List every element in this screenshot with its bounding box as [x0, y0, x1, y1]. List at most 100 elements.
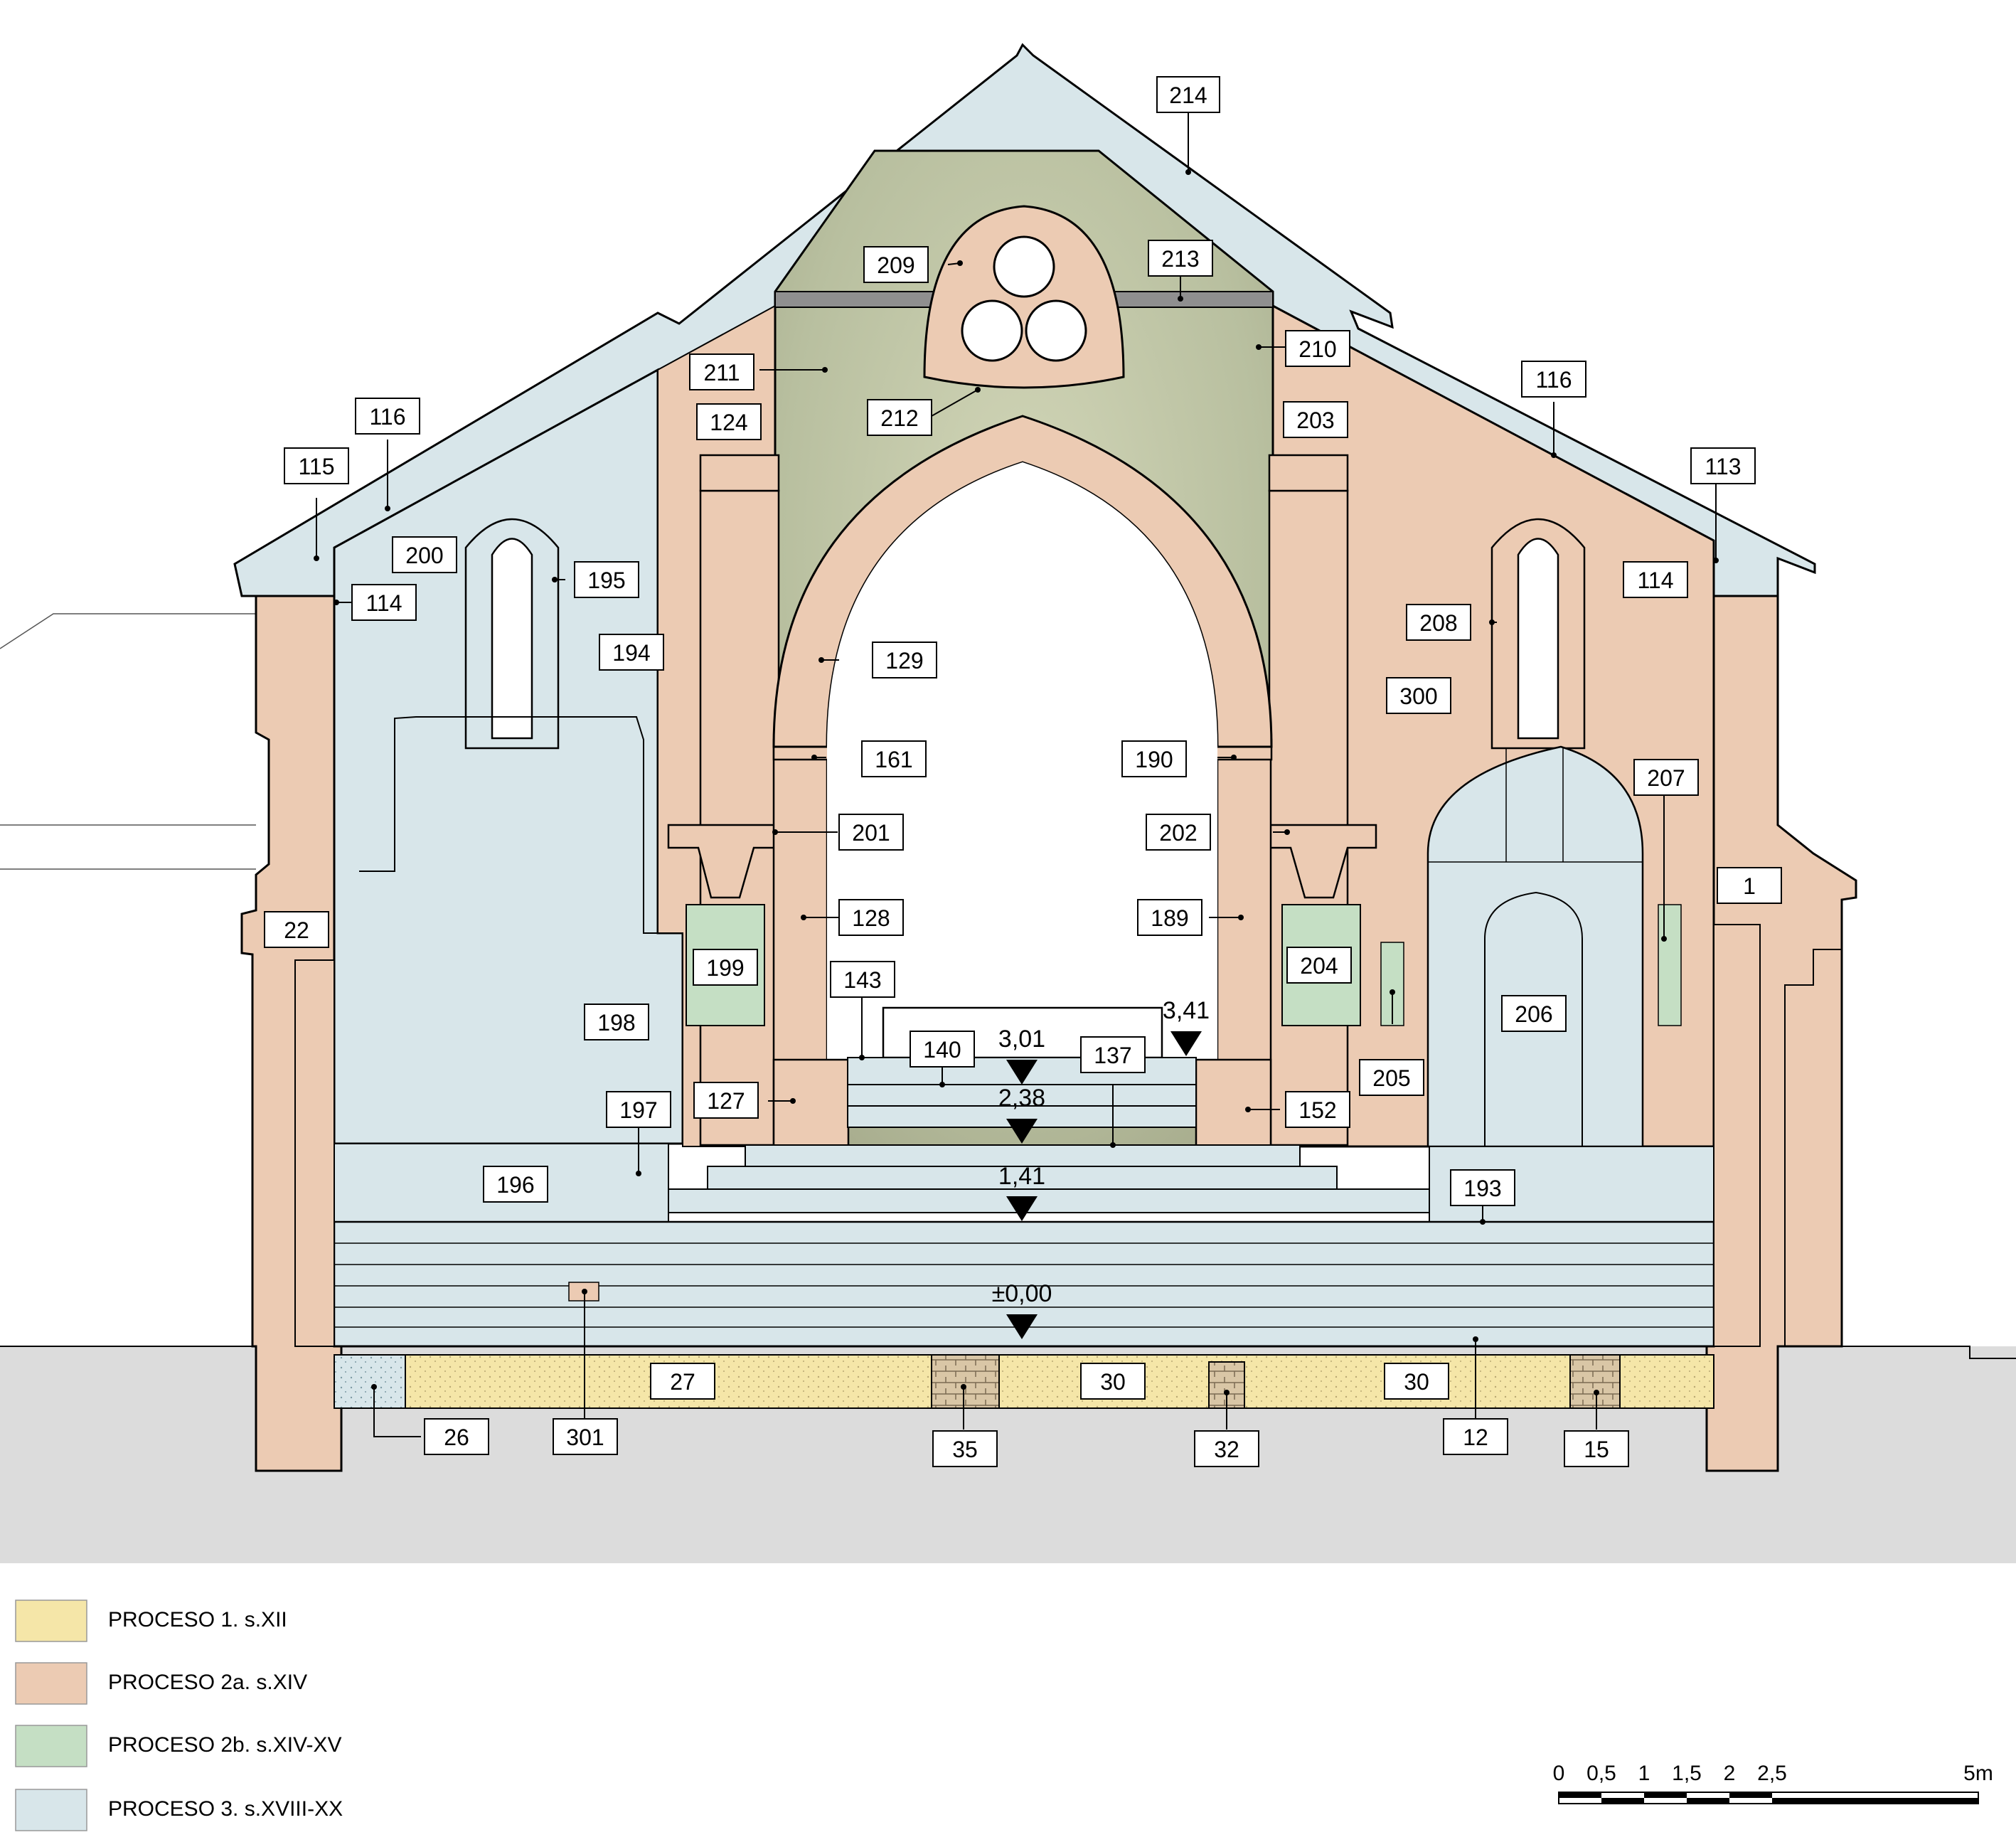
svg-text:301: 301: [566, 1425, 604, 1450]
svg-text:208: 208: [1419, 610, 1457, 636]
level-markers: [1006, 1031, 1202, 1339]
tag-200: 200: [392, 536, 457, 573]
svg-text:30: 30: [1404, 1369, 1429, 1395]
tag-124: 124: [696, 403, 762, 440]
left-recess-outline: [359, 716, 683, 934]
tag-137: 137: [1080, 1036, 1146, 1073]
tag-211: 211: [689, 353, 754, 390]
svg-text:209: 209: [877, 252, 914, 278]
masonry-15: [1569, 1354, 1621, 1409]
tag-205: 205: [1359, 1059, 1424, 1096]
svg-text:193: 193: [1463, 1176, 1501, 1201]
svg-text:190: 190: [1135, 747, 1173, 772]
svg-text:115: 115: [298, 454, 334, 479]
tag-15: 15: [1564, 1430, 1629, 1467]
svg-text:213: 213: [1161, 246, 1199, 272]
legend-swatch-proceso1: [15, 1600, 87, 1642]
tag-194: 194: [599, 634, 664, 671]
arch-opening: [827, 462, 1217, 1060]
svg-text:207: 207: [1647, 765, 1685, 791]
svg-text:203: 203: [1296, 408, 1334, 433]
svg-text:198: 198: [597, 1010, 635, 1036]
svg-text:194: 194: [612, 640, 650, 666]
adjacent-building-outline: [0, 613, 256, 649]
rose-window-oculus: [1025, 299, 1087, 362]
svg-text:140: 140: [923, 1037, 961, 1063]
tag-202: 202: [1146, 814, 1211, 851]
step: [668, 1188, 1430, 1213]
tag-195: 195: [574, 561, 639, 598]
svg-text:116: 116: [369, 404, 405, 430]
leader-dots: [314, 169, 1719, 1395]
tag-152: 152: [1285, 1091, 1350, 1128]
svg-text:205: 205: [1372, 1065, 1410, 1091]
panel-207: [1658, 904, 1682, 1026]
level-triangle: [1006, 1060, 1038, 1085]
svg-text:195: 195: [587, 568, 625, 593]
step: [707, 1166, 1338, 1190]
right-pier-base: [1195, 1058, 1272, 1148]
tag-116-right: 116: [1521, 361, 1586, 398]
legend-label-proceso2a: PROCESO 2a. s.XIV: [108, 1671, 307, 1694]
svg-text:199: 199: [706, 955, 744, 981]
tag-214: 214: [1156, 76, 1220, 113]
scale-tick-0: 0: [1553, 1762, 1565, 1785]
svg-text:114: 114: [1637, 568, 1673, 593]
tag-301: 301: [553, 1418, 618, 1455]
svg-text:210: 210: [1298, 336, 1336, 362]
left-lancet-window: [491, 538, 533, 740]
scale-bar: 0 0,5 1 1,5 2 2,5 5m: [1553, 1762, 1993, 1804]
svg-text:152: 152: [1298, 1097, 1336, 1123]
svg-text:26: 26: [444, 1425, 469, 1450]
svg-text:27: 27: [670, 1369, 695, 1395]
tag-12: 12: [1443, 1418, 1508, 1455]
svg-text:15: 15: [1584, 1437, 1609, 1462]
tag-207: 207: [1633, 759, 1699, 796]
tag-1: 1: [1717, 867, 1782, 904]
tag-190: 190: [1121, 740, 1187, 777]
legend-label-proceso1: PROCESO 1. s.XII: [108, 1608, 287, 1632]
right-pilaster-top: [1268, 454, 1349, 492]
tag-30-left: 30: [1080, 1363, 1146, 1400]
scale-segment: [1644, 1792, 1687, 1798]
step: [745, 1144, 1301, 1167]
right-inner-lining: [1713, 924, 1761, 1347]
level-3-41: 3,41: [1163, 997, 1210, 1024]
foundation-26: [334, 1354, 406, 1409]
terrain-line-right: [1792, 1346, 2016, 1359]
scale-segment: [1772, 1798, 1978, 1804]
rose-window-oculus: [993, 235, 1055, 298]
svg-text:128: 128: [852, 905, 890, 931]
svg-text:143: 143: [843, 967, 881, 993]
left-pilaster: [699, 489, 780, 1146]
tag-300: 300: [1386, 677, 1451, 714]
scale-tick-2: 2: [1724, 1762, 1736, 1785]
svg-text:12: 12: [1463, 1425, 1488, 1450]
level-1-41: 1,41: [998, 1163, 1045, 1190]
tag-208: 208: [1406, 604, 1471, 641]
right-annex-outline: [1784, 949, 1842, 1346]
svg-text:114: 114: [366, 590, 402, 616]
svg-text:189: 189: [1151, 905, 1188, 931]
svg-text:113: 113: [1705, 454, 1741, 479]
left-inner-lining: [294, 959, 335, 1347]
svg-text:32: 32: [1214, 1437, 1239, 1462]
tag-32: 32: [1194, 1430, 1259, 1467]
left-pier-base: [772, 1058, 850, 1148]
right-pilaster-capital: [1261, 824, 1377, 899]
tag-189: 189: [1137, 899, 1202, 936]
tag-140: 140: [910, 1031, 975, 1068]
tag-129: 129: [872, 642, 937, 678]
tag-209: 209: [863, 246, 929, 283]
scale-tick-5m: 5m: [1963, 1762, 1993, 1785]
tag-30-right: 30: [1384, 1363, 1449, 1400]
tag-206: 206: [1501, 995, 1567, 1032]
legend-swatch-proceso3: [15, 1789, 87, 1831]
right-lancet-window: [1517, 538, 1559, 740]
level-triangle: [1170, 1031, 1202, 1056]
legend-label-proceso2b: PROCESO 2b. s.XIV-XV: [108, 1733, 341, 1757]
tag-199: 199: [693, 949, 758, 986]
legend-swatch-proceso2b: [15, 1725, 87, 1767]
tag-201: 201: [838, 814, 904, 851]
tag-115: 115: [284, 447, 349, 484]
